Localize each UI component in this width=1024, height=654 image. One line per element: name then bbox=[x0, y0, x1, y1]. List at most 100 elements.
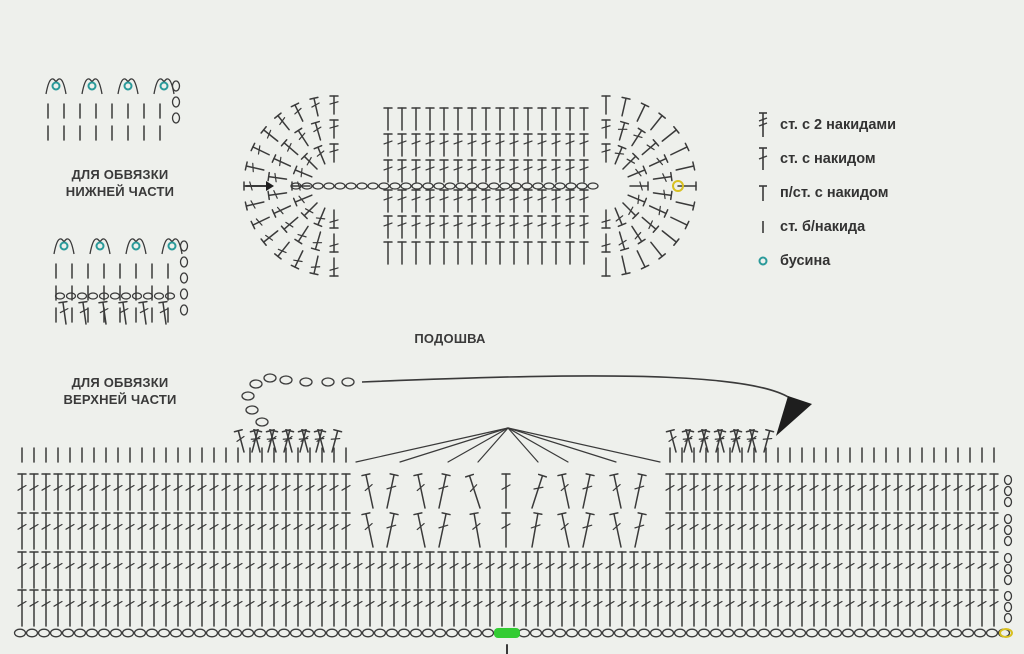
foundation-chain bbox=[721, 628, 735, 638]
dc-stitch bbox=[317, 551, 327, 589]
stitch-post bbox=[313, 97, 319, 117]
stitch-wrap bbox=[481, 196, 491, 201]
stitch-wrap bbox=[634, 485, 645, 490]
dc-stitch bbox=[697, 428, 709, 453]
stitch-wrap bbox=[413, 600, 423, 607]
dc-stitch bbox=[17, 473, 27, 511]
sole-center-chain bbox=[334, 182, 346, 190]
stitch-top-bar bbox=[313, 144, 323, 150]
stitch-post bbox=[683, 429, 691, 453]
dc-stitch bbox=[300, 202, 318, 220]
stitch-wrap bbox=[221, 523, 231, 530]
dc-stitch bbox=[497, 551, 507, 589]
foundation-chain bbox=[409, 628, 423, 638]
stitch-wrap bbox=[317, 484, 327, 491]
stitch-wrap bbox=[941, 484, 951, 491]
dc-stitch bbox=[533, 551, 543, 589]
stitch-wrap bbox=[139, 308, 149, 314]
dc-stitch bbox=[257, 551, 267, 589]
stitch-wrap bbox=[221, 484, 231, 491]
stitch-wrap bbox=[353, 562, 363, 569]
stitch-wrap bbox=[509, 140, 519, 145]
stitch-wrap bbox=[581, 562, 591, 569]
dc-stitch bbox=[305, 551, 315, 589]
dc-stitch bbox=[665, 551, 675, 589]
stitch-wrap bbox=[161, 600, 171, 607]
dc-stitch bbox=[149, 473, 159, 511]
dc-stitch bbox=[293, 551, 303, 589]
stitch-top-bar bbox=[765, 428, 775, 433]
dc-stitch bbox=[329, 473, 339, 511]
stitch-wrap bbox=[297, 181, 301, 191]
stitch-wrap bbox=[809, 484, 819, 491]
dc-stitch bbox=[53, 512, 63, 550]
stitch-wrap bbox=[341, 523, 351, 530]
sole-center-chain bbox=[576, 182, 588, 190]
stitch-wrap bbox=[411, 222, 421, 227]
stitch-wrap bbox=[425, 222, 435, 227]
stitch-wrap bbox=[425, 166, 435, 171]
stitch-wrap bbox=[725, 523, 735, 530]
foundation-chain bbox=[229, 628, 243, 638]
stitch-wrap bbox=[713, 523, 723, 530]
stitch-wrap bbox=[317, 562, 327, 569]
stitch-wrap bbox=[41, 523, 51, 530]
dc-stitch bbox=[941, 512, 951, 550]
dc-stitch bbox=[137, 589, 147, 627]
stitch-wrap bbox=[545, 562, 555, 569]
dc-stitch bbox=[297, 428, 309, 453]
stitch-wrap bbox=[317, 600, 327, 607]
dc-stitch bbox=[269, 512, 279, 550]
stitch-wrap bbox=[633, 134, 643, 139]
stitch-top-bar bbox=[158, 300, 168, 304]
stitch-top-bar bbox=[557, 512, 567, 516]
bead bbox=[131, 241, 141, 251]
dc-stitch bbox=[453, 159, 463, 183]
stitch-wrap bbox=[637, 194, 640, 205]
edge-chain bbox=[179, 272, 189, 284]
stitch-top-bar bbox=[632, 152, 640, 160]
dc-stitch bbox=[689, 589, 699, 627]
dc-stitch bbox=[893, 473, 903, 511]
stitch-wrap bbox=[383, 140, 393, 145]
dc-stitch bbox=[425, 589, 435, 627]
dc-stitch bbox=[365, 589, 375, 627]
stitch-top-bar bbox=[313, 222, 323, 228]
stitch-wrap bbox=[989, 562, 999, 569]
stitch-wrap bbox=[857, 600, 867, 607]
stitch-wrap bbox=[845, 484, 855, 491]
stitch-post bbox=[252, 216, 270, 226]
stitch-post bbox=[618, 121, 626, 141]
edge-chain bbox=[179, 240, 189, 252]
dc-stitch bbox=[857, 473, 867, 511]
stitch-wrap bbox=[298, 195, 305, 204]
dc-stitch bbox=[149, 551, 159, 589]
stitch-wrap bbox=[29, 523, 39, 530]
swatch-chain bbox=[164, 292, 176, 300]
stitch-wrap bbox=[773, 600, 783, 607]
loop-chain bbox=[245, 405, 259, 415]
hdc-stitch bbox=[537, 241, 547, 265]
dc-stitch bbox=[893, 551, 903, 589]
stitch-top-bar bbox=[637, 238, 646, 245]
dc-stitch bbox=[438, 512, 451, 548]
dc-stitch bbox=[397, 159, 407, 183]
stitch-top-bar bbox=[692, 161, 696, 171]
stitch-wrap bbox=[329, 219, 339, 223]
dc-stitch bbox=[537, 159, 547, 183]
dc-stitch bbox=[330, 428, 343, 453]
stitch-wrap bbox=[533, 600, 543, 607]
stitch-wrap bbox=[125, 484, 135, 491]
stitch-wrap bbox=[732, 435, 741, 442]
dc-stitch bbox=[245, 473, 255, 511]
stitch-top-bar bbox=[310, 247, 320, 252]
dc-stitch bbox=[761, 589, 771, 627]
legend-item-hdc: п/ст. с накидом bbox=[752, 176, 896, 210]
stitch-wrap bbox=[684, 435, 693, 442]
dc-stitch bbox=[521, 589, 531, 627]
hdc-stitch bbox=[537, 107, 547, 131]
top-edging-caption-line2: ВЕРХНЕЙ ЧАСТИ bbox=[63, 392, 177, 407]
stitch-post bbox=[561, 512, 570, 548]
stitch-post bbox=[262, 230, 279, 243]
dc-stitch bbox=[469, 512, 481, 548]
